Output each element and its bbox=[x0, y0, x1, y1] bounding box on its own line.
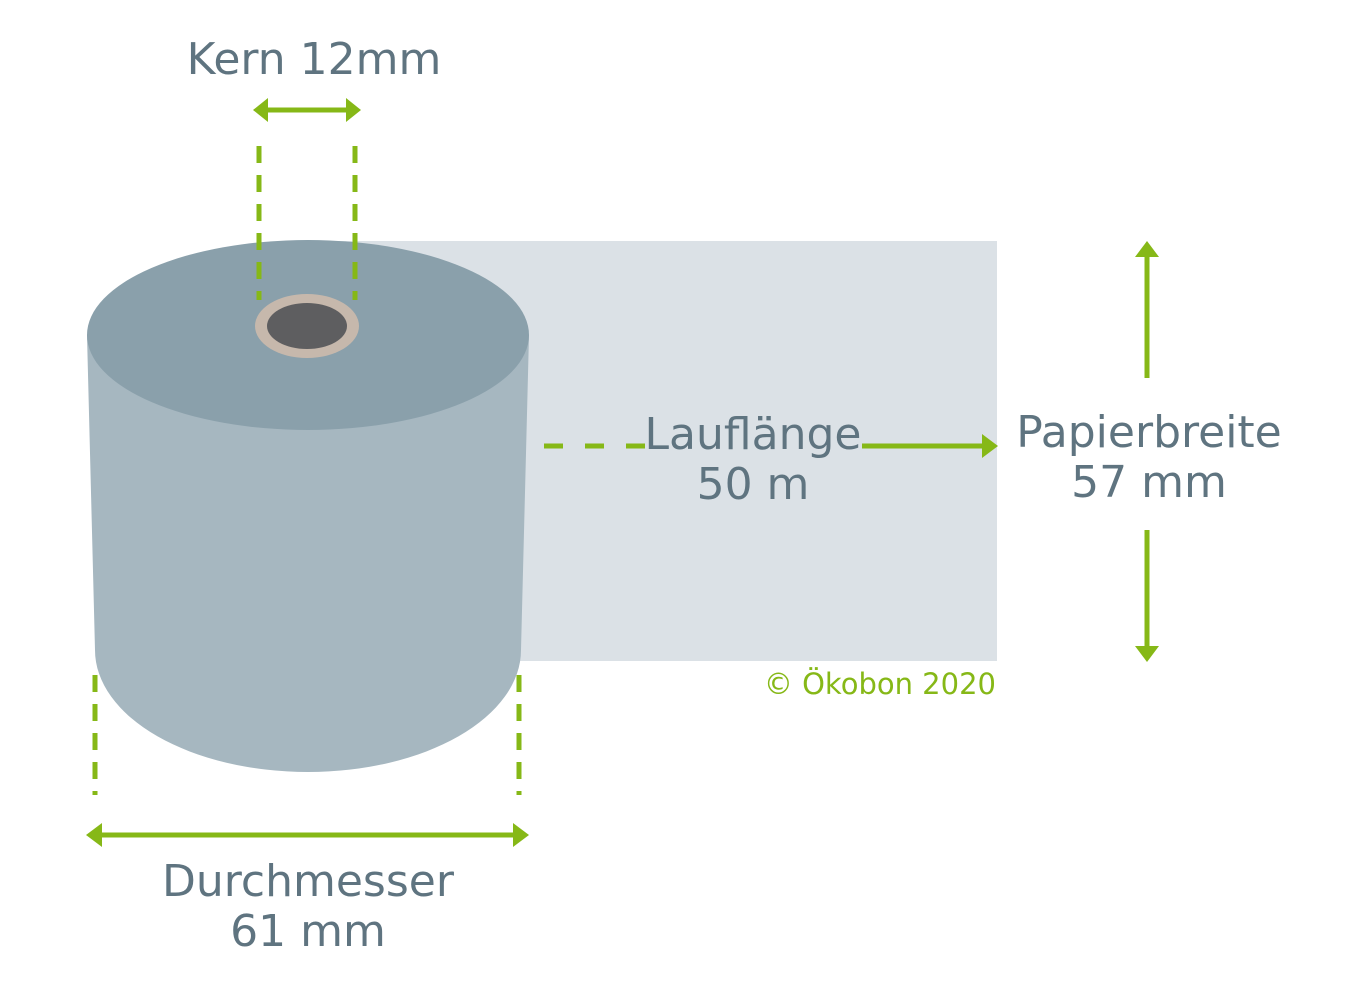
paper-width-arrow-down-head bbox=[1135, 646, 1159, 662]
paper-width-value: 57 mm bbox=[1071, 457, 1227, 508]
run-length-value: 50 m bbox=[697, 459, 810, 510]
diameter-title: Durchmesser bbox=[162, 856, 455, 907]
run-length-title: Lauflänge bbox=[645, 409, 862, 460]
core-arrow-left-head bbox=[253, 98, 268, 122]
core-dimension bbox=[256, 107, 358, 300]
core-arrow-right-head bbox=[346, 98, 361, 122]
paper-width-title: Papierbreite bbox=[1016, 407, 1282, 458]
roll-body bbox=[87, 335, 529, 772]
core-hole bbox=[267, 303, 347, 349]
diameter-arrow-right-head bbox=[513, 823, 529, 847]
paper-width-arrow-up-head bbox=[1135, 241, 1159, 257]
diameter-arrow-left-head bbox=[86, 823, 102, 847]
copyright-text: © Ökobon 2020 bbox=[764, 667, 996, 701]
diameter-dimension bbox=[92, 675, 522, 838]
diameter-value: 61 mm bbox=[230, 906, 386, 957]
core-label: Kern 12mm bbox=[187, 34, 442, 85]
run-length-arrow-head bbox=[982, 434, 998, 458]
